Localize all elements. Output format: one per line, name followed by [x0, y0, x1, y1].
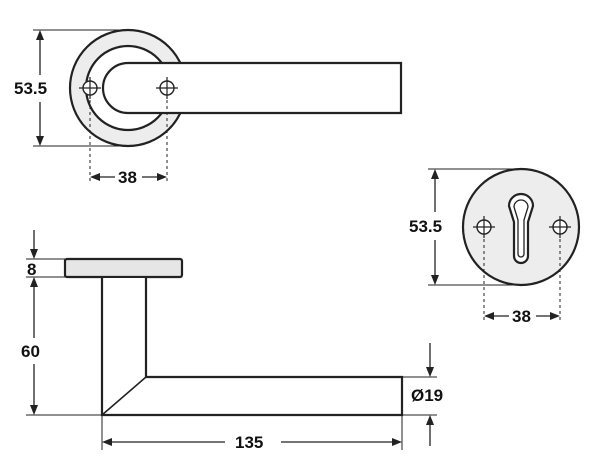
screw-right-top [156, 77, 178, 99]
dim-lever-diameter: Ø19 [402, 343, 443, 446]
top-view-lever [68, 28, 403, 184]
screw-right-escutcheon [549, 216, 571, 238]
label-top-screw-spacing: 38 [118, 168, 137, 187]
dim-top-screw-spacing: 38 [90, 168, 167, 187]
dim-escutcheon-screw-spacing: 38 [484, 307, 560, 326]
label-top-rose-height: 53.5 [14, 79, 47, 98]
dim-lever-length: 135 [101, 415, 403, 452]
dim-escutcheon-height: 53.5 [409, 168, 521, 286]
escutcheon-view [461, 167, 581, 322]
dim-rose-thickness: 8 [26, 230, 65, 279]
lever-top-outline [101, 61, 403, 115]
keyhole-inner [513, 199, 529, 258]
dim-lever-projection: 60 [21, 277, 102, 416]
label-escutcheon-screw-spacing: 38 [512, 307, 531, 326]
screw-left-escutcheon [473, 216, 495, 238]
dim-top-rose-height: 53.5 [14, 29, 128, 147]
label-escutcheon-height: 53.5 [409, 217, 442, 236]
rose-side-profile [63, 257, 184, 279]
label-rose-thickness: 8 [27, 260, 36, 279]
label-lever-diameter: Ø19 [411, 386, 443, 405]
side-view-lever [63, 257, 404, 417]
label-lever-length: 135 [235, 433, 263, 452]
screw-left-top [79, 77, 101, 99]
label-lever-projection: 60 [21, 342, 40, 361]
lever-side-outline [100, 278, 404, 417]
